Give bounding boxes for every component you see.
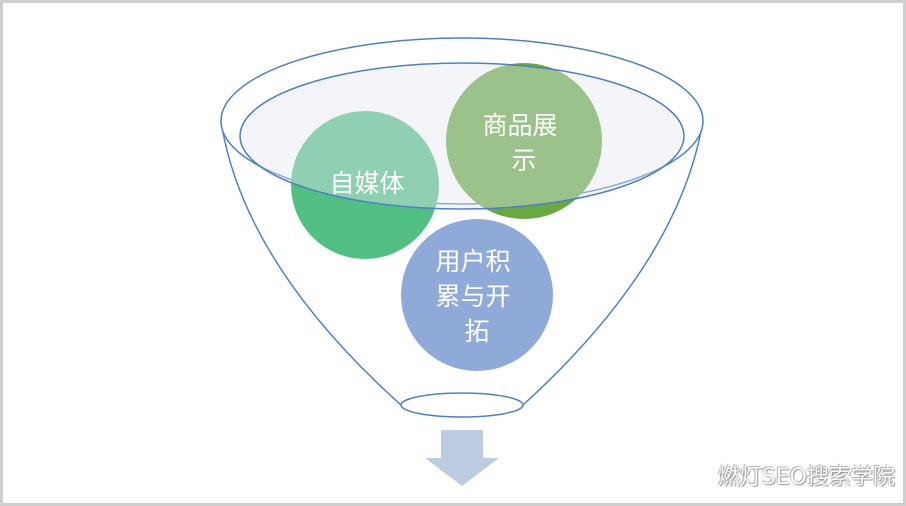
circle-product (446, 63, 602, 219)
down-arrow-icon (425, 430, 499, 486)
label-users-line: 拓 (464, 317, 489, 346)
label-users: 用户积 累与开 拓 (436, 247, 519, 346)
funnel-inner-rim (239, 62, 685, 210)
funnel-bottom-mouth (400, 392, 524, 418)
label-users-line: 累与开 (436, 282, 511, 311)
label-media: 自媒体 (329, 169, 404, 198)
label-media-line: 自媒体 (329, 169, 404, 198)
circle-users (401, 219, 553, 371)
label-product-line: 商品展 (483, 111, 558, 140)
label-product-line: 示 (511, 146, 536, 175)
watermark: 燃灯SEO搜索学院 (717, 465, 895, 490)
label-users-line: 用户积 (436, 247, 511, 276)
circle-media (291, 111, 439, 259)
funnel-diagram: 自媒体 商品展 示 用户积 累与开 拓 (220, 37, 704, 486)
label-product: 商品展 示 (483, 111, 566, 175)
